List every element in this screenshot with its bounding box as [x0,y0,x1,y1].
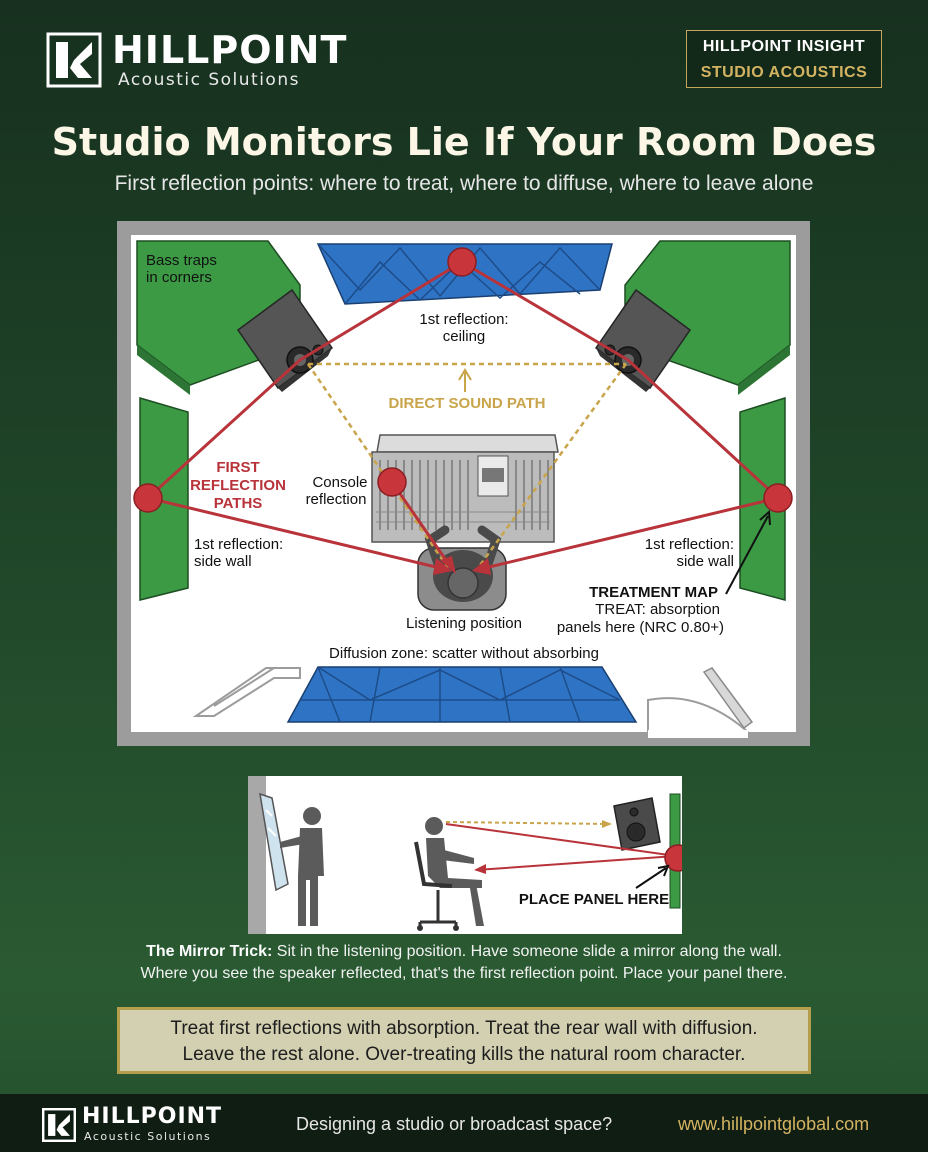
brand-name: HILLPOINT [112,28,348,72]
side-view-left-wall [248,776,266,934]
speaker-side-icon [613,797,661,851]
side-wall-panel-left [139,397,189,601]
first-reflection-label-2: REFLECTION [190,477,286,494]
insight-badge: HILLPOINT INSIGHT STUDIO ACOUSTICS [686,30,882,88]
treatment-pointer-arrow-icon [725,509,771,595]
ceiling-label-1: 1st reflection: [419,311,508,328]
right-wall-label-2: side wall [676,553,734,570]
reflection-point-ceiling [447,247,477,277]
side-view-direct-path [445,821,611,825]
side-view-diagram: PLACE PANEL HERE [248,776,682,934]
treatment-line-1: TREAT: absorption [595,601,720,618]
treatment-line-2: panels here (NRC 0.80+) [557,619,724,636]
reflection-point-right-wall [763,483,793,513]
reflection-point-console [377,467,407,497]
left-wall-label-1: 1st reflection: [194,536,283,553]
footer-brand-name: HILLPOINT [82,1104,223,1129]
direct-path-arrow-icon [458,368,472,392]
bass-traps-label-1: Bass traps [146,252,217,269]
room-door [647,667,754,738]
console-label-1: Console [312,474,367,491]
console-label-2: reflection [306,491,367,508]
reflection-arrowheads [433,556,491,575]
summary-box: Treat first reflections with absorption.… [117,1007,811,1074]
seated-listener-icon [414,817,484,931]
side-wall-panel-right [739,396,786,601]
reflection-point-left-wall [133,483,163,513]
footer-url-link[interactable]: www.hillpointglobal.com [678,1114,870,1134]
rear-diffuser-panel [286,666,638,723]
mirror-trick-line1: The Mirror Trick: Sit in the listening p… [110,941,818,963]
place-panel-arrow-icon [635,864,670,889]
side-view-reflection-arrowhead [474,864,486,874]
room-plan-diagram: Bass traps in corners 1st reflection: ce… [117,221,810,746]
treatment-map-title: TREATMENT MAP [589,584,718,601]
badge-line2: STUDIO ACOUSTICS [700,64,868,81]
hillpoint-logo-icon [46,32,102,88]
mirror-trick-line2: Where you see the speaker reflected, tha… [140,965,788,982]
diffusion-zone-label: Diffusion zone: scatter without absorbin… [329,645,599,662]
ceiling-label-2: ceiling [443,328,486,345]
bass-traps-label-2: in corners [146,269,212,286]
footer-cta: Designing a studio or broadcast space? [296,1114,613,1134]
mirror-trick-text: The Mirror Trick: Sit in the listening p… [110,941,818,985]
brand-header: HILLPOINT Acoustic Solutions [46,28,348,90]
direct-sound-path [306,362,628,569]
first-reflection-label-1: FIRST [216,459,259,476]
badge-line1: HILLPOINT INSIGHT [702,38,866,55]
summary-line1: Treat first reflections with absorption.… [170,1018,758,1039]
mirror-trick-line1-text: Sit in the listening position. Have some… [272,943,782,960]
page-subtitle: First reflection points: where to treat,… [114,172,814,195]
listening-position-label: Listening position [406,615,522,632]
left-wall-label-2: side wall [194,553,252,570]
footer-brand: HILLPOINT Acoustic Solutions [42,1104,262,1144]
mirror-icon [259,792,289,892]
side-view-direct-arrowhead [602,820,612,828]
place-panel-label: PLACE PANEL HERE [519,891,669,908]
first-reflection-label-3: PATHS [214,495,263,512]
mirror-trick-label: The Mirror Trick: [146,943,273,960]
right-wall-label-1: 1st reflection: [645,536,734,553]
footer-bar [0,1094,928,1152]
summary-line2: Leave the rest alone. Over-treating kill… [182,1044,746,1065]
brand-tagline: Acoustic Solutions [118,70,300,90]
side-view-reflection-point [664,844,682,872]
page-title: Studio Monitors Lie If Your Room Does [51,120,877,164]
footer-logo-icon [42,1108,76,1142]
footer-brand-tagline: Acoustic Solutions [84,1130,212,1143]
standing-person-icon [280,807,324,926]
direct-path-label: DIRECT SOUND PATH [389,395,546,412]
floor-rug-outline [192,667,301,717]
